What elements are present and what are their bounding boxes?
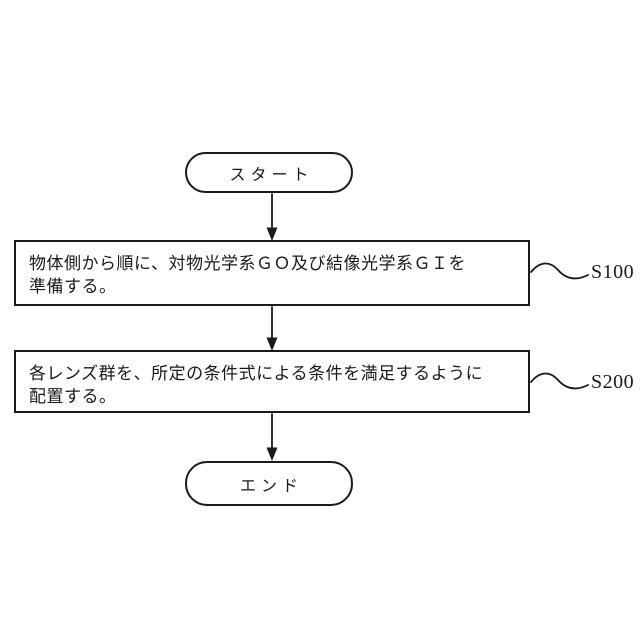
process-s200-text-line2: 配置する。 — [29, 387, 117, 406]
process-s100-text-line2: 準備する。 — [29, 277, 117, 296]
ref-squiggle-s200 — [530, 372, 589, 390]
start-terminal: スタート — [185, 152, 353, 193]
end-terminal-label: エンド — [239, 477, 303, 495]
ref-squiggle-s100 — [530, 262, 589, 280]
end-terminal: エンド — [185, 461, 353, 506]
process-box-s200: 各レンズ群を、所定の条件式による条件を満足するように 配置する。 — [14, 350, 530, 413]
process-s200-text-line1: 各レンズ群を、所定の条件式による条件を満足するように — [29, 364, 484, 383]
step-reference-label-s200: S200 — [591, 371, 635, 393]
process-s100-text-line1: 物体側から順に、対物光学系ＧＯ及び結像光学系ＧＩを — [29, 254, 466, 273]
process-s200-text: 各レンズ群を、所定の条件式による条件を満足するように 配置する。 — [16, 352, 528, 408]
process-s100-text: 物体側から順に、対物光学系ＧＯ及び結像光学系ＧＩを 準備する。 — [16, 242, 528, 298]
arrow-start-to-s100 — [266, 193, 278, 241]
arrow-s200-to-end — [266, 413, 278, 461]
process-box-s100: 物体側から順に、対物光学系ＧＯ及び結像光学系ＧＩを 準備する。 — [14, 240, 530, 306]
step-reference-label-s100: S100 — [591, 261, 635, 283]
start-terminal-label: スタート — [229, 166, 314, 184]
arrow-s100-to-s200 — [266, 306, 278, 351]
